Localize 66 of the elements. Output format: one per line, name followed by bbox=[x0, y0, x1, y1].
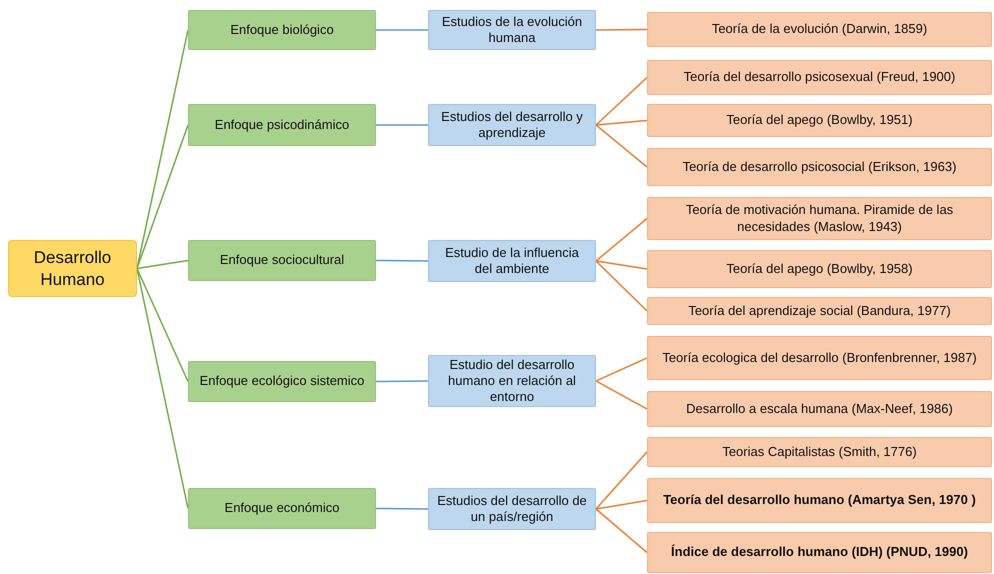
connector-line bbox=[596, 508, 648, 554]
node-text: Enfoque sociocultural bbox=[220, 252, 344, 269]
node-text: Enfoque biológico bbox=[230, 22, 334, 38]
node-text: Teoría de la evolución (Darwin, 1859) bbox=[712, 21, 928, 38]
theory-box bbox=[647, 437, 992, 467]
approach-box bbox=[188, 240, 376, 281]
root-topic-box bbox=[8, 240, 137, 297]
approach-box bbox=[188, 104, 376, 146]
node-text: Enfoque económico bbox=[224, 500, 340, 517]
node-text: Teoría del apego (Bowlby, 1958) bbox=[726, 260, 913, 278]
study-box bbox=[428, 104, 596, 146]
theory-box bbox=[647, 532, 992, 573]
node-text: Teoría del desarrollo humano (Amartya Sen, 1970 ) bbox=[663, 492, 976, 509]
node-text: Enfoque ecológico sistemico bbox=[200, 373, 364, 390]
theory-box bbox=[647, 250, 992, 288]
study-box bbox=[428, 10, 596, 50]
connector-line bbox=[596, 500, 648, 510]
connector-line bbox=[596, 380, 648, 410]
connector-line bbox=[136, 268, 189, 382]
approach-box bbox=[188, 361, 376, 402]
node-text: Desarrollo Humano bbox=[32, 247, 112, 290]
connector-line bbox=[376, 508, 428, 510]
theory-box bbox=[647, 478, 992, 523]
theory-box bbox=[647, 197, 992, 240]
connector-line bbox=[376, 380, 428, 382]
approach-box bbox=[188, 488, 376, 529]
connector-line bbox=[596, 260, 648, 270]
theory-box bbox=[647, 60, 992, 95]
theory-box bbox=[647, 12, 992, 47]
connector-line bbox=[376, 260, 428, 262]
theory-box bbox=[647, 336, 992, 380]
node-text: Teoría de motivación humana. Piramide de las necesidades (Maslow, 1943) bbox=[684, 202, 954, 235]
study-box bbox=[428, 240, 596, 282]
theory-box bbox=[647, 391, 992, 427]
study-box bbox=[428, 488, 596, 530]
node-text: Estudios del desarrollo y aprendizaje bbox=[440, 108, 584, 142]
node-text: Teoría del aprendizaje social (Bandura, 1977) bbox=[688, 302, 951, 320]
node-text: Teoría del desarrollo psicosexual (Freud, 1900) bbox=[684, 69, 956, 86]
connector-line bbox=[596, 28, 647, 31]
connector-line bbox=[376, 29, 428, 31]
node-text: Teoría de desarrollo psicosocial (Erikson, 1963) bbox=[682, 158, 956, 176]
node-text: Teoría del apego (Bowlby, 1951) bbox=[726, 112, 913, 129]
connector-line bbox=[596, 357, 648, 382]
node-text: Teoría ecologica del desarrollo (Bronfenbrenner, 1987) bbox=[662, 350, 977, 366]
connector-line bbox=[595, 260, 648, 312]
connector-line bbox=[595, 452, 648, 510]
theory-box bbox=[647, 148, 992, 186]
theory-box bbox=[647, 297, 992, 325]
connector-line bbox=[136, 260, 188, 270]
connector-line bbox=[596, 218, 648, 262]
node-text: Teorias Capitalistas (Smith, 1776) bbox=[722, 444, 917, 460]
study-box bbox=[428, 355, 596, 407]
node-text: Estudios del desarrollo de un país/región bbox=[436, 492, 588, 526]
theory-box bbox=[647, 104, 992, 137]
node-text: Desarrollo a escala humana (Max-Neef, 1986) bbox=[686, 400, 953, 418]
node-text: Estudios de la evolución humana bbox=[440, 14, 584, 46]
connector-line bbox=[136, 124, 189, 269]
connector-line bbox=[596, 120, 648, 126]
node-text: Enfoque psicodinámico bbox=[214, 116, 350, 134]
node-text: Estudio del desarrollo humano en relación al entorno bbox=[447, 356, 577, 406]
connector-line bbox=[595, 76, 648, 126]
node-text: Estudio de la influencia del ambiente bbox=[444, 244, 580, 278]
node-text: Índice de desarrollo humano (IDH) (PNUD, 1990) bbox=[671, 544, 968, 561]
connector-line bbox=[596, 124, 648, 168]
approach-box bbox=[188, 10, 376, 50]
connector-line bbox=[376, 124, 428, 126]
